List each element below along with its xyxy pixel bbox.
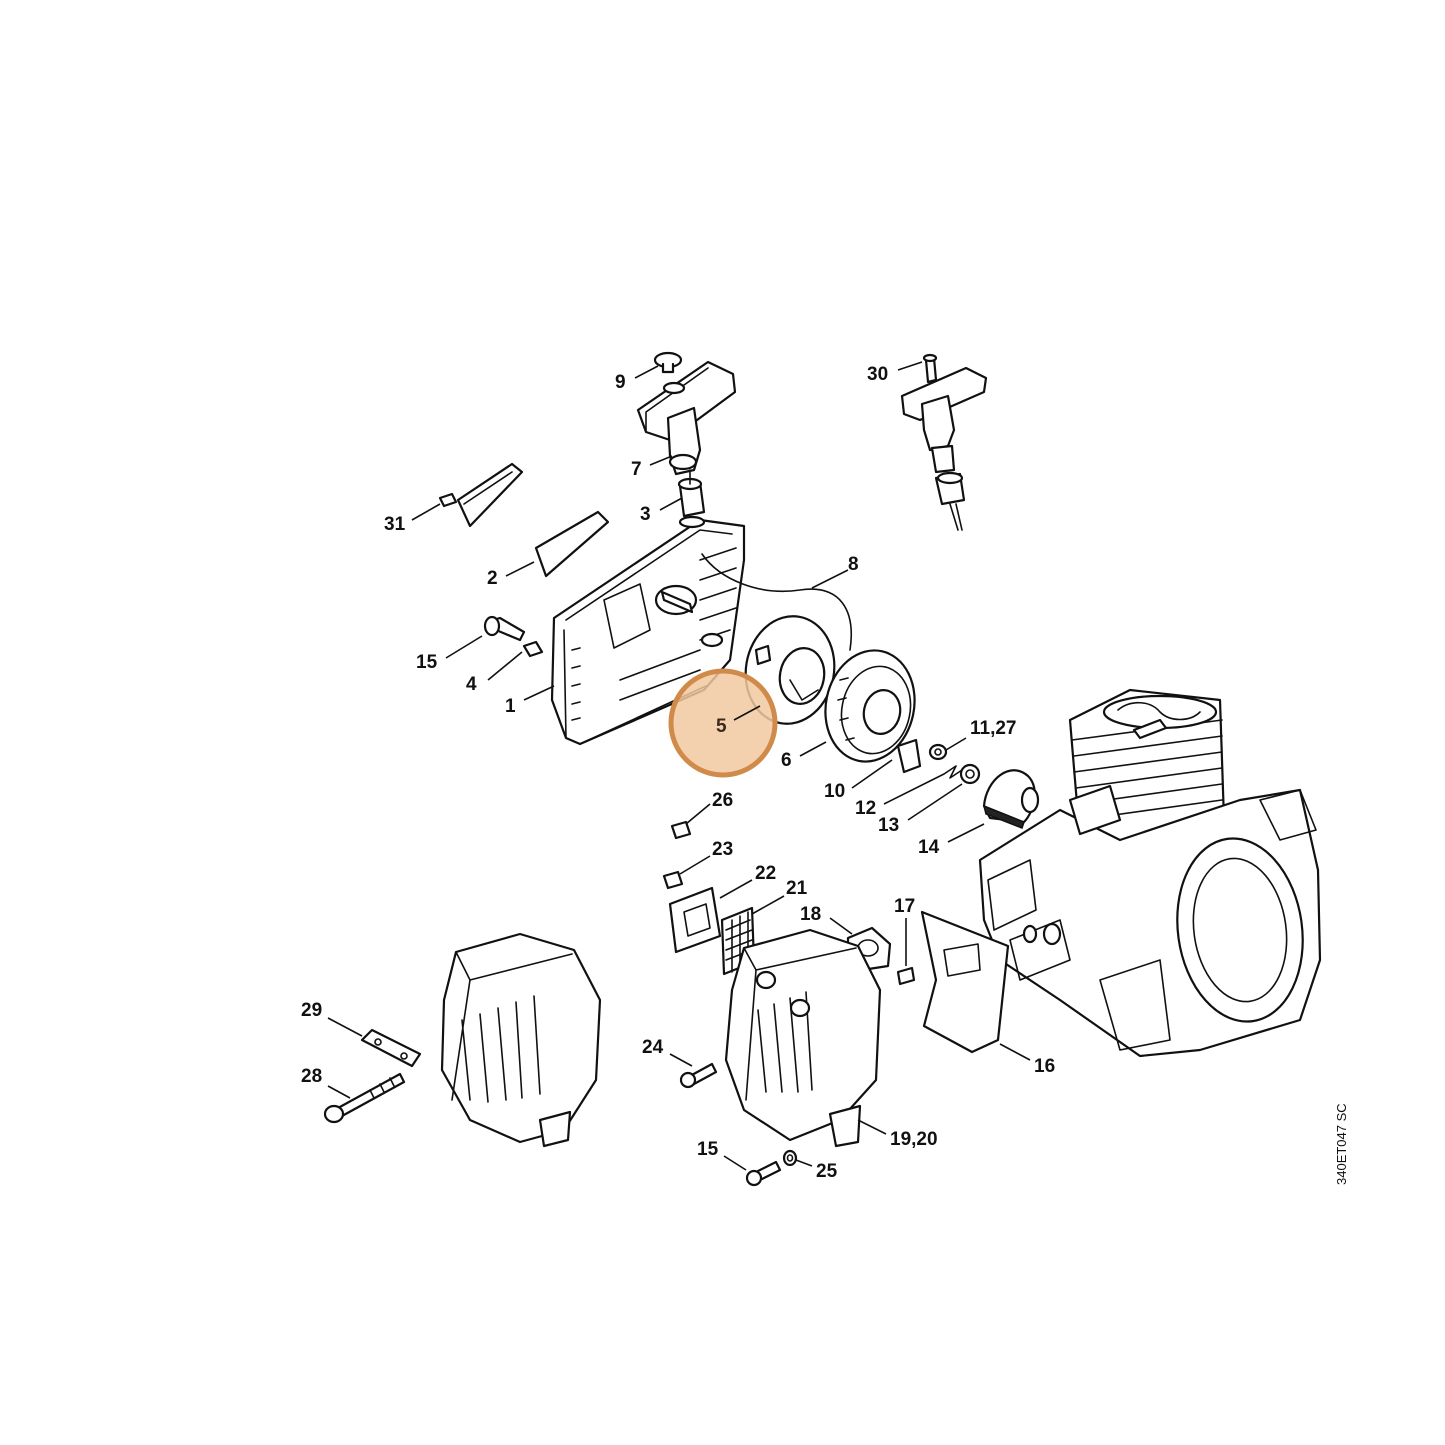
muffler-part bbox=[724, 928, 882, 1148]
screw-24-part bbox=[679, 1062, 718, 1089]
highlight-part-5[interactable]: 5 bbox=[668, 668, 778, 778]
washer-part bbox=[928, 743, 948, 761]
screw-15-lower-part bbox=[745, 1160, 782, 1187]
callout-6[interactable]: 6 bbox=[781, 750, 792, 771]
screw-26-part bbox=[670, 820, 692, 840]
callout-19-20[interactable]: 19,20 bbox=[890, 1129, 938, 1150]
callout-7[interactable]: 7 bbox=[631, 459, 642, 480]
rope-part bbox=[701, 553, 852, 651]
callout-23[interactable]: 23 bbox=[712, 839, 733, 860]
washer-25-part bbox=[782, 1149, 798, 1167]
callout-15[interactable]: 15 bbox=[416, 652, 438, 673]
rope-rotor-part bbox=[824, 649, 916, 763]
callout-1[interactable]: 1 bbox=[505, 696, 516, 717]
muffler-left-part bbox=[440, 932, 602, 1148]
callout-10[interactable]: 10 bbox=[824, 781, 845, 802]
callout-29[interactable]: 29 bbox=[301, 1000, 322, 1021]
housing-screw-part bbox=[483, 615, 526, 642]
callout-26[interactable]: 26 bbox=[712, 790, 733, 811]
callout-31[interactable]: 31 bbox=[384, 514, 406, 535]
callout-3[interactable]: 3 bbox=[640, 504, 651, 525]
screw-17-part bbox=[896, 966, 916, 986]
callout-30[interactable]: 30 bbox=[867, 364, 888, 385]
callout-8[interactable]: 8 bbox=[848, 554, 859, 575]
cover-cup-part bbox=[982, 769, 1040, 829]
callout-15-lower[interactable]: 15 bbox=[697, 1139, 719, 1160]
callout-4[interactable]: 4 bbox=[466, 674, 477, 695]
rope-guide-part bbox=[677, 469, 706, 518]
small-screw-part bbox=[438, 492, 458, 508]
callout-labels: 9 30 7 31 3 8 2 15 4 1 11,27 6 10 12 13 … bbox=[301, 364, 1055, 1182]
callout-5-label: 5 bbox=[716, 716, 727, 737]
sleeve-part bbox=[522, 640, 544, 658]
callout-12[interactable]: 12 bbox=[855, 798, 876, 819]
callout-21[interactable]: 21 bbox=[786, 878, 808, 899]
callout-14[interactable]: 14 bbox=[918, 837, 940, 858]
nut-part bbox=[959, 763, 981, 785]
pawl-part bbox=[896, 738, 922, 774]
screw-23-part bbox=[662, 870, 684, 890]
starter-handle-part bbox=[636, 360, 737, 476]
callout-18[interactable]: 18 bbox=[800, 904, 821, 925]
callout-9[interactable]: 9 bbox=[615, 372, 626, 393]
alt-handle-assembly-part bbox=[900, 353, 988, 531]
callout-2[interactable]: 2 bbox=[487, 568, 498, 589]
callout-16[interactable]: 16 bbox=[1034, 1056, 1055, 1077]
callout-17[interactable]: 17 bbox=[894, 896, 915, 917]
spring-clip-part bbox=[943, 765, 963, 779]
plate-part bbox=[534, 510, 610, 578]
callout-11-27[interactable]: 11,27 bbox=[970, 718, 1017, 739]
callout-13[interactable]: 13 bbox=[878, 815, 899, 836]
document-code: 340ET047 SC bbox=[1334, 1103, 1349, 1185]
bolt-28-part bbox=[323, 1072, 406, 1124]
callout-28[interactable]: 28 bbox=[301, 1066, 322, 1087]
gasket-22-part bbox=[668, 886, 722, 954]
heat-shield-part bbox=[920, 910, 1010, 1054]
cover-plate-part bbox=[456, 462, 524, 528]
callout-22[interactable]: 22 bbox=[755, 863, 776, 884]
callout-24[interactable]: 24 bbox=[642, 1037, 664, 1058]
callout-25[interactable]: 25 bbox=[816, 1161, 838, 1182]
cylinder-crankcase-part bbox=[978, 688, 1322, 1058]
plate-29-part bbox=[360, 1028, 422, 1068]
handle-cap-part bbox=[653, 351, 683, 374]
leader-lines bbox=[327, 361, 1031, 1171]
